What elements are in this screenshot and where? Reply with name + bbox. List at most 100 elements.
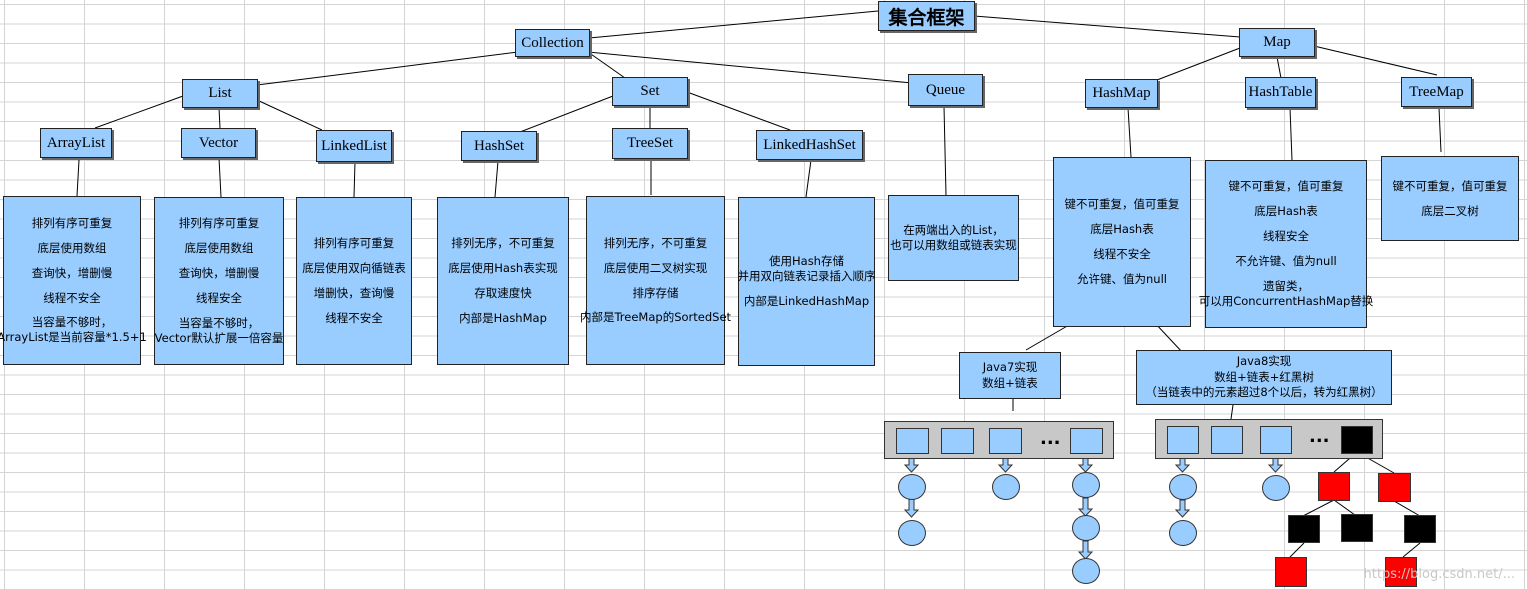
description-line: ArrayList是当前容量*1.5+1: [0, 330, 147, 345]
description-line: 内部是LinkedHashMap: [743, 293, 870, 308]
bucket-cell: [1211, 426, 1243, 454]
hashset-description: 排列无序，不可重复 底层使用Hash表实现 存取速度快 内部是HashMap: [437, 197, 569, 365]
description-line: 线程不安全: [43, 290, 101, 305]
map-node: Map: [1239, 28, 1315, 57]
description-line: 排列无序，不可重复: [603, 235, 708, 250]
description-line: 排列有序可重复: [313, 236, 395, 251]
tree-bucket-cell: [1341, 426, 1373, 454]
linkedhashset-node: LinkedHashSet: [756, 130, 863, 160]
bucket-cell: [896, 428, 929, 454]
treemap-node: TreeMap: [1401, 77, 1472, 107]
description-line: 底层使用二叉树实现: [603, 260, 708, 275]
bucket-cell: [1070, 428, 1103, 454]
description-line: 遗留类，: [1263, 278, 1309, 293]
java8-annotation: Java8实现 数组+链表+红黑树 （当链表中的元素超过8个以后，转为红黑树）: [1136, 350, 1392, 405]
description-line: 增删快，查询慢: [313, 286, 395, 300]
description-line: 线程不安全: [1093, 247, 1151, 261]
red-tree-node: [1318, 472, 1350, 501]
description-line: 允许键、值为null: [1077, 271, 1167, 286]
description-line: 键不可重复，值可重复: [1392, 178, 1508, 193]
bucket-cell: [1260, 426, 1292, 454]
hashset-node: HashSet: [461, 131, 537, 161]
annotation-line: Java8实现: [1236, 354, 1292, 369]
description-line: 线程安全: [1263, 229, 1309, 244]
bucket-cell: [941, 428, 974, 454]
arraylist-node: ArrayList: [40, 128, 112, 158]
list-node-circle: [1169, 474, 1197, 500]
black-tree-node: [1404, 515, 1436, 543]
description-line: 底层Hash表: [1254, 204, 1318, 219]
description-line: 并用双向链表记录插入顺序: [737, 269, 876, 284]
description-line: 可以用ConcurrentHashMap替换: [1198, 293, 1374, 308]
description-line: 当容量不够时，: [178, 315, 260, 330]
list-node-circle: [898, 474, 926, 500]
list-node-circle: [992, 474, 1020, 500]
description-line: 内部是HashMap: [459, 310, 547, 325]
description-line: 排列无序，不可重复: [451, 236, 555, 251]
bucket-cell: [1167, 426, 1199, 454]
red-tree-node: [1275, 557, 1307, 587]
hashtable-node: HashTable: [1245, 77, 1316, 108]
red-tree-node: [1378, 473, 1411, 502]
description-line: 存取速度快: [474, 286, 532, 300]
list-node-circle: [1072, 558, 1100, 584]
list-node-circle: [1072, 515, 1100, 541]
description-line: 不允许键、值为null: [1235, 254, 1337, 268]
list-node-circle: [1169, 520, 1197, 546]
hashtable-description: 键不可重复，值可重复 底层Hash表 线程安全 不允许键、值为null 遗留类，…: [1199, 160, 1373, 328]
description-line: 排序存储: [632, 285, 679, 300]
vector-description: 排列有序可重复 底层使用数组 查询快，增删慢 线程安全 当容量不够时， Vect…: [154, 197, 284, 365]
description-line: 键不可重复，值可重复: [1064, 197, 1180, 212]
list-node-circle: [1262, 475, 1290, 501]
description-line: 查询快，增删慢: [178, 266, 260, 281]
hashmap-description: 键不可重复，值可重复 底层Hash表 线程不安全 允许键、值为null: [1053, 157, 1191, 327]
linkedlist-node: LinkedList: [316, 130, 392, 162]
java7-annotation: Java7实现 数组+链表: [959, 352, 1061, 399]
arraylist-description: 排列有序可重复 底层使用数组 查询快，增删慢 线程不安全 当容量不够时， Arr…: [0, 196, 147, 365]
description-line: 键不可重复，值可重复: [1228, 179, 1344, 194]
description-line: 底层使用数组: [184, 241, 254, 256]
annotation-line: Java7实现: [982, 359, 1038, 374]
black-tree-node: [1288, 515, 1320, 543]
vector-node: Vector: [181, 128, 256, 158]
description-line: 底层使用Hash表实现: [448, 261, 558, 276]
description-line: 排列有序可重复: [178, 216, 260, 231]
linkedlist-description: 排列有序可重复 底层使用双向循链表 增删快，查询慢 线程不安全: [296, 197, 412, 365]
description-line: 底层Hash表: [1090, 222, 1154, 237]
list-node: List: [182, 79, 258, 108]
queue-node: Queue: [908, 74, 983, 106]
ellipsis: ...: [1040, 428, 1061, 449]
black-tree-node: [1341, 514, 1373, 542]
description-line: 线程安全: [196, 291, 242, 305]
description-line: 线程不安全: [325, 310, 383, 325]
treeset-node: TreeSet: [612, 128, 688, 159]
description-line: 排列有序可重复: [31, 215, 113, 230]
description-line: 底层使用数组: [37, 240, 107, 255]
list-node-circle: [898, 520, 926, 546]
description-line: 底层使用双向循链表: [302, 261, 406, 276]
description-line: 查询快，增删慢: [31, 265, 113, 280]
queue-description: 在两端出入的List， 也可以用数组或链表实现: [888, 195, 1019, 281]
linkedhashset-description: 使用Hash存储 并用双向链表记录插入顺序 内部是LinkedHashMap: [737, 197, 876, 366]
description-line: Vector默认扩展一倍容量: [154, 330, 284, 345]
list-node-circle: [1072, 472, 1100, 498]
hashmap-node: HashMap: [1085, 79, 1158, 108]
watermark: https://blog.csdn.net/...: [1363, 567, 1515, 582]
description-line: 使用Hash存储: [769, 254, 844, 269]
collection-node: Collection: [515, 29, 590, 57]
treeset-description: 排列无序，不可重复 底层使用二叉树实现 排序存储 内部是TreeMap的Sort…: [580, 196, 731, 365]
treemap-description: 键不可重复，值可重复 底层二叉树: [1381, 156, 1519, 241]
description-line: 底层二叉树: [1421, 203, 1479, 218]
red-tree-node: [1385, 557, 1417, 587]
set-node: Set: [612, 77, 688, 106]
annotation-line: （当链表中的元素超过8个以后，转为红黑树）: [1145, 385, 1383, 400]
root-node: 集合框架: [878, 1, 975, 31]
bucket-cell: [989, 428, 1022, 454]
description-line: 在两端出入的List，: [903, 223, 1004, 238]
ellipsis: ...: [1309, 426, 1330, 447]
annotation-line: 数组+链表+红黑树: [1214, 369, 1314, 384]
description-line: 也可以用数组或链表实现: [890, 238, 1017, 252]
description-line: 内部是TreeMap的SortedSet: [579, 310, 732, 325]
